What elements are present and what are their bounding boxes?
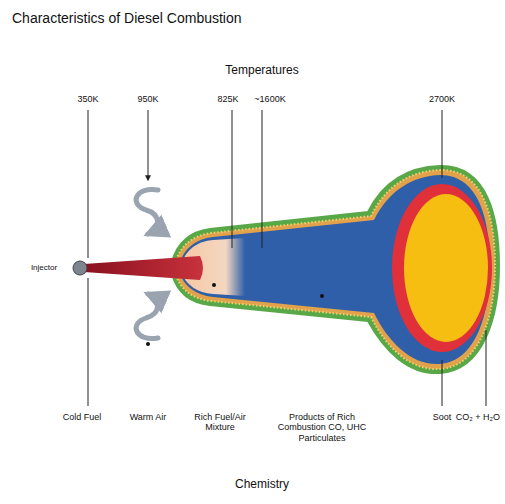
chemistry-label: Rich Fuel/Air Mixture: [188, 412, 252, 433]
chemistry-label: Cold Fuel: [52, 412, 112, 422]
leader-lines: [88, 110, 486, 406]
air-entrainment-arrows: [136, 189, 158, 338]
section-heading: Chemistry: [202, 478, 322, 492]
plume-body: [179, 175, 490, 364]
marker-dot: [212, 283, 216, 287]
part-label: Injector: [16, 263, 72, 272]
chemistry-label: Products of Rich Combustion CO, UHC Part…: [274, 412, 370, 443]
marker-dot: [146, 342, 150, 346]
diffusion-flame: [392, 184, 492, 352]
liquid-fuel-jet: [84, 256, 203, 280]
marker-dot: [320, 294, 324, 298]
injector-nozzle: [73, 261, 87, 275]
temperature-label: 950K: [123, 94, 173, 104]
chemistry-label: Warm Air: [118, 412, 178, 422]
hot-core: [404, 194, 488, 342]
section-heading: Temperatures: [202, 64, 322, 78]
plume-outline: [172, 166, 499, 373]
reaction-layer: [175, 170, 495, 369]
chemistry-label: CO₂ + H₂O: [444, 412, 500, 422]
temperature-label: 350K: [63, 94, 113, 104]
diagram-title: Characteristics of Diesel Combustion: [12, 10, 242, 26]
temperature-label: 825K: [206, 94, 250, 104]
temperature-label: 2700K: [417, 94, 467, 104]
temperature-label: ~1600K: [248, 94, 292, 104]
